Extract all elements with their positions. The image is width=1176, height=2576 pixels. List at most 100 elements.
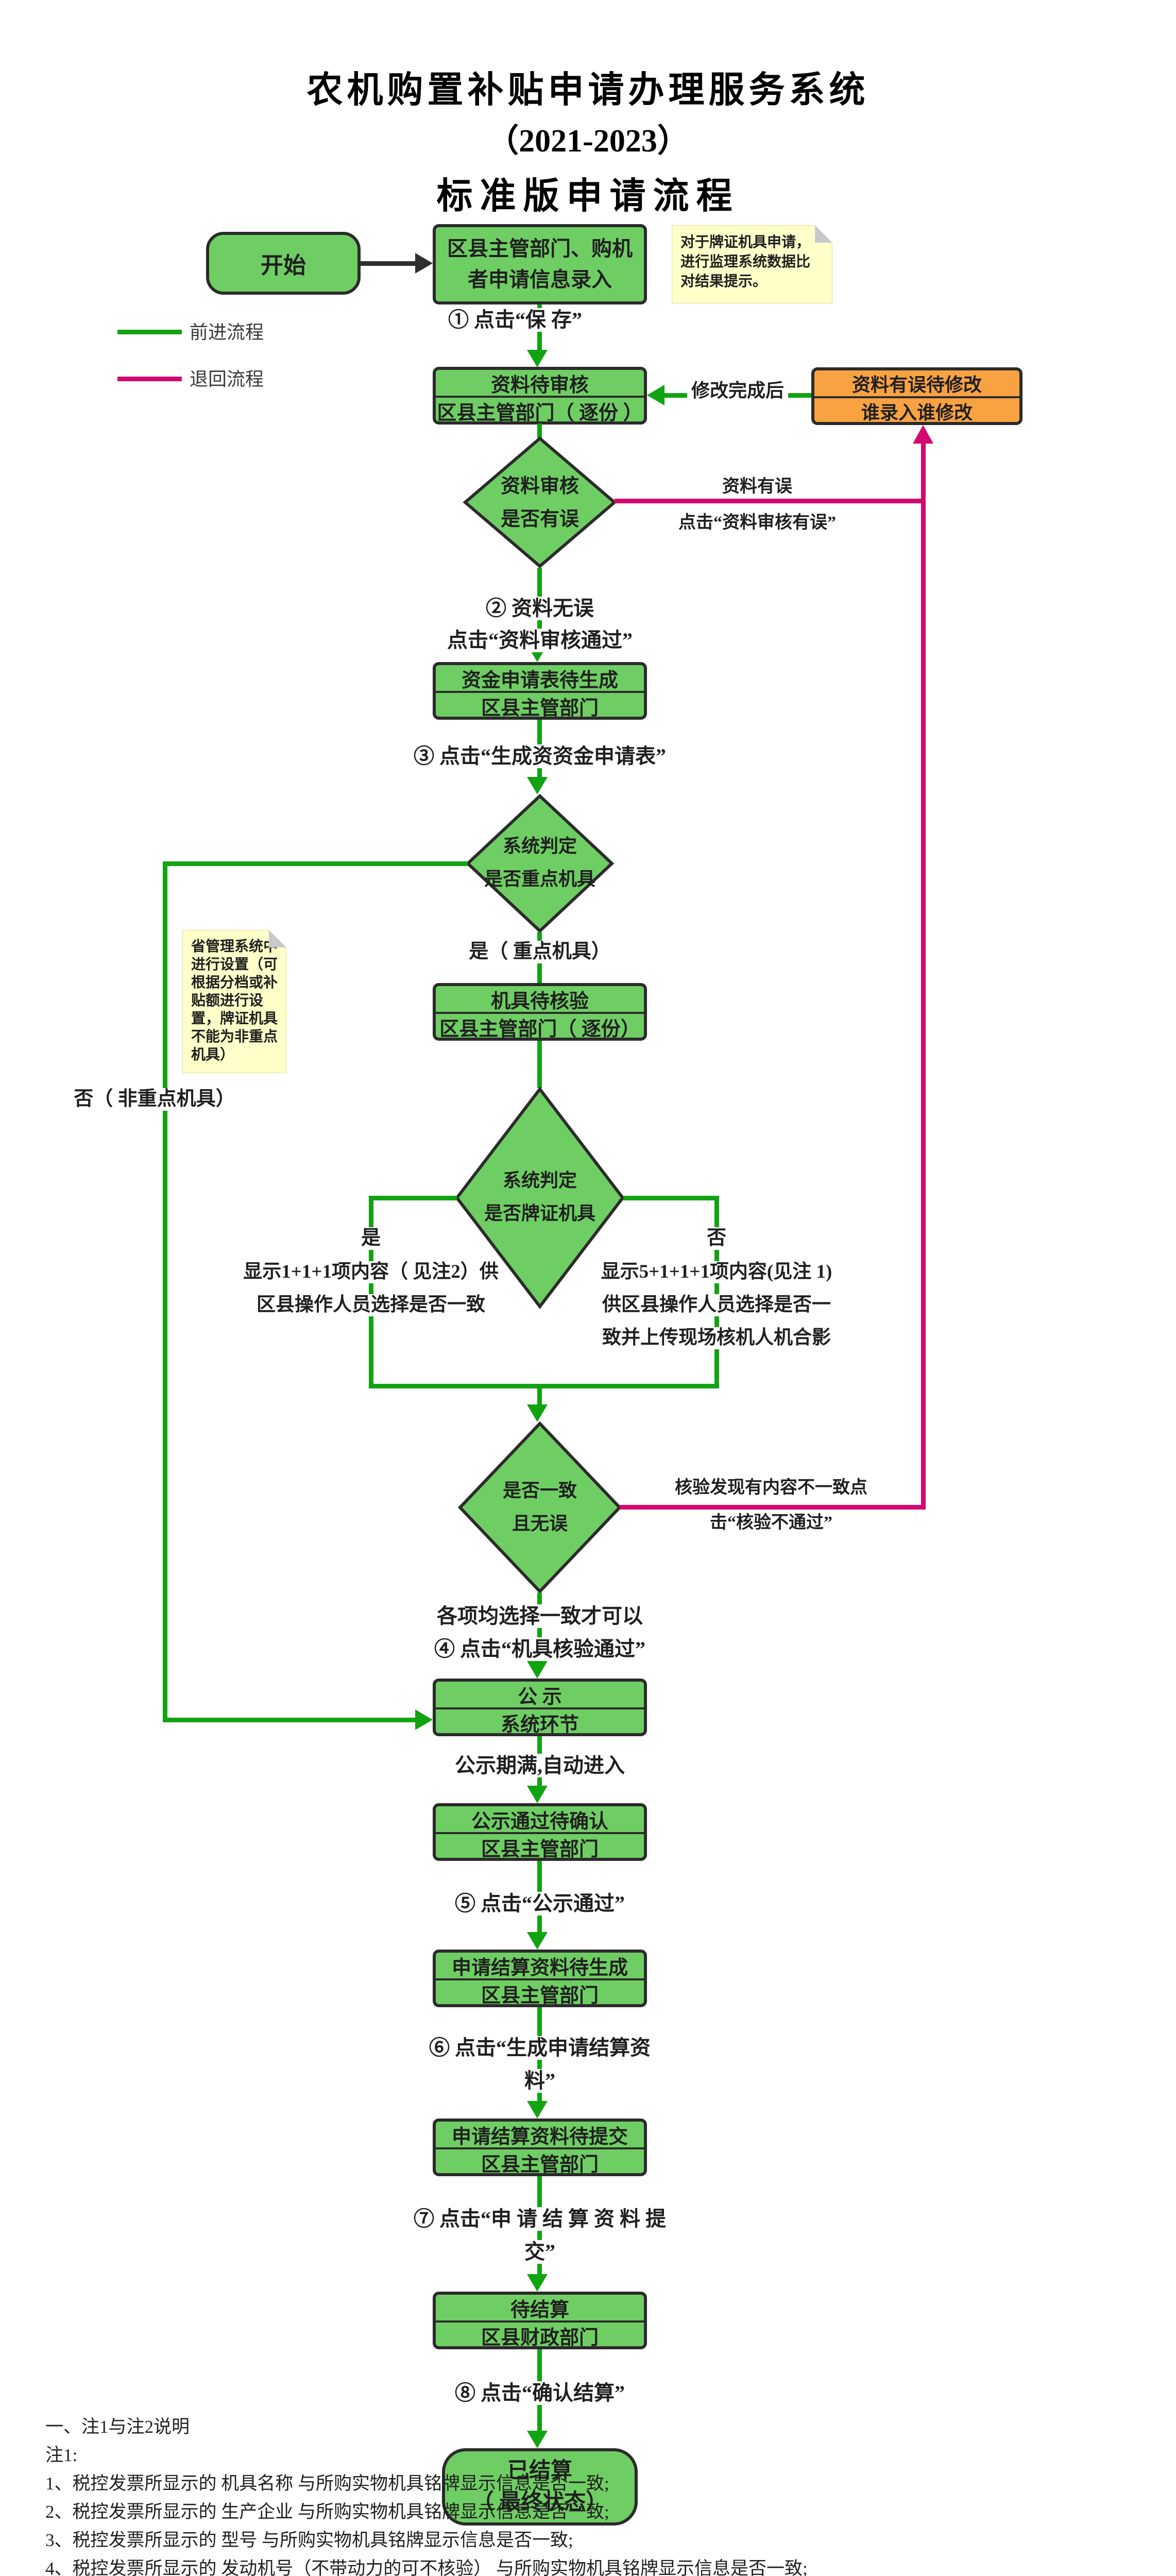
edge-d3-yes-vertical bbox=[369, 1196, 373, 1386]
decision-consistent bbox=[457, 1421, 622, 1594]
arrowhead-start-to-entry bbox=[415, 253, 433, 274]
note-line: 1、税控发票所显示的 机具名称 与所购实物机具铭牌显示信息是否一致; bbox=[45, 2473, 609, 2494]
settle-wait-node: 待结算 区县财政部门 bbox=[433, 2292, 647, 2349]
error-fix-sub: 谁录入谁修改 bbox=[814, 396, 1019, 424]
audit-wait-title: 资料待审核 bbox=[490, 374, 589, 396]
label-step2-line2: 点击“资料审核通过” bbox=[443, 629, 637, 652]
arrowhead-fund-to-d2 bbox=[527, 777, 548, 794]
decision-audit-error bbox=[463, 436, 617, 568]
label-step2-line1: ② 资料无误 bbox=[482, 597, 598, 620]
verify-wait-title: 机具待核验 bbox=[490, 990, 589, 1012]
done-node-l2: （ 最终状态） bbox=[472, 2490, 608, 2514]
edge-d3-no-vertical bbox=[714, 1196, 719, 1386]
decision-audit-error-l1: 资料审核 bbox=[500, 476, 580, 497]
legend-forward-label: 前进流程 bbox=[190, 322, 264, 343]
error-fix-title: 资料有误待修改 bbox=[851, 375, 982, 395]
fund-table-node: 资金申请表待生成 区县主管部门 bbox=[433, 662, 647, 720]
label-branch-no-l1: 显示5+1+1+1项内容(见注 1) bbox=[596, 1261, 837, 1283]
arrowhead-d4-to-publicity bbox=[527, 1661, 548, 1679]
edge-d4-fail-return bbox=[620, 1505, 926, 1510]
start-node: 开始 bbox=[206, 232, 361, 295]
arrowhead-confirm-to-settlegen bbox=[527, 1932, 548, 1950]
edge-merge-to-d4 bbox=[537, 1386, 542, 1405]
page-subtitle-years: （2021-2023） bbox=[487, 124, 689, 159]
edge-start-to-entry bbox=[361, 261, 415, 266]
label-no-key: 否（ 非重点机具） bbox=[70, 1088, 240, 1111]
verify-wait-node: 机具待核验 区县主管部门（ 逐份） bbox=[433, 983, 647, 1041]
label-step1: ① 点击“保 存” bbox=[444, 308, 586, 332]
arrowhead-fix-to-audit bbox=[647, 385, 664, 405]
decision-licensed-l2: 是否牌证机具 bbox=[484, 1203, 596, 1224]
edge-d1-error-return bbox=[615, 499, 926, 503]
decision-key-machine bbox=[465, 793, 615, 934]
label-branch-yes-l1: 显示1+1+1项内容（ 见注2）供 bbox=[239, 1261, 503, 1283]
label-yes-key: 是（ 重点机具） bbox=[465, 941, 615, 963]
legend-return-line bbox=[117, 377, 182, 381]
note-line: 2、税控发票所显示的 生产企业 与所购实物机具铭牌显示信息是否一致; bbox=[45, 2502, 609, 2522]
decision-audit-error-l2: 是否有误 bbox=[500, 509, 580, 530]
label-step6-line2: 料” bbox=[520, 2069, 559, 2093]
settle-submit-title: 申请结算资料待提交 bbox=[451, 2126, 628, 2148]
note-line: 3、税控发票所显示的 型号 与所购实物机具铭牌显示信息是否一致; bbox=[45, 2530, 573, 2550]
label-step5: ⑤ 点击“公示通过” bbox=[451, 1892, 629, 1916]
edge-return-vertical bbox=[921, 442, 926, 1510]
settle-gen-sub: 区县主管部门 bbox=[436, 1978, 644, 2007]
error-fix-node: 资料有误待修改 谁录入谁修改 bbox=[811, 367, 1022, 425]
publicity-confirm-node: 公示通过待确认 区县主管部门 bbox=[433, 1803, 647, 1861]
settle-submit-node: 申请结算资料待提交 区县主管部门 bbox=[433, 2119, 647, 2176]
settle-submit-sub: 区县主管部门 bbox=[436, 2147, 644, 2176]
arrowhead-entry-to-audit bbox=[527, 350, 548, 367]
publicity-node: 公 示 系统环节 bbox=[433, 1679, 647, 1736]
done-node: 已结算 （ 最终状态） bbox=[442, 2448, 638, 2526]
edge-no-branch-vertical bbox=[163, 861, 167, 1722]
label-d3-no: 否 bbox=[702, 1227, 731, 1250]
decision-licensed-machine bbox=[455, 1087, 625, 1309]
done-node-l1: 已结算 bbox=[507, 2459, 572, 2483]
note-line: 注1: bbox=[45, 2445, 78, 2465]
label-err2-line1: 核验发现有内容不一致点 bbox=[671, 1478, 872, 1498]
edge-audit-to-d1 bbox=[537, 423, 542, 438]
label-err1-line2: 点击“资料审核有误” bbox=[674, 513, 840, 533]
publicity-confirm-sub: 区县主管部门 bbox=[436, 1832, 644, 1860]
audit-wait-sub: 区县主管部门（ 逐份 ） bbox=[436, 396, 644, 424]
legend-return-label: 退回流程 bbox=[190, 369, 264, 389]
note-line: 4、税控发票所显示的 发动机号（不带动力的可不核验） 与所购实物机具铭牌显示信息… bbox=[45, 2558, 808, 2576]
legend-forward-line bbox=[117, 330, 182, 334]
notes-block: 一、注1与注2说明 注1: 1、税控发票所显示的 机具名称 与所购实物机具铭牌显… bbox=[45, 2415, 1143, 2576]
province-sticky-note: 省管理系统中进行设置（可根据分档或补贴额进行设置，牌证机具不能为非重点机具） bbox=[182, 930, 286, 1073]
label-step4-line2: ④ 点击“机具核验通过” bbox=[430, 1637, 650, 1661]
settle-gen-title: 申请结算资料待生成 bbox=[451, 1957, 628, 1979]
label-branch-no-l2: 供区县操作人员选择是否一 bbox=[598, 1294, 835, 1316]
label-step3: ③ 点击“生成资资金申请表” bbox=[410, 744, 670, 768]
note-line: 一、注1与注2说明 bbox=[45, 2417, 190, 2437]
decision-licensed-l1: 系统判定 bbox=[502, 1170, 577, 1191]
arrowhead-no-branch-to-publicity bbox=[415, 1709, 433, 1730]
arrowhead-settlegen-to-submit bbox=[527, 2101, 548, 2119]
entry-node: 区县主管部门、购机者申请信息录入 bbox=[433, 224, 647, 304]
label-step6-line1: ⑥ 点击“生成申请结算资 bbox=[425, 2036, 655, 2060]
fund-table-title: 资金申请表待生成 bbox=[461, 669, 618, 691]
label-fix-done: 修改完成后 bbox=[687, 380, 789, 402]
settle-gen-node: 申请结算资料待生成 区县主管部门 bbox=[433, 1950, 647, 2007]
settle-wait-title: 待结算 bbox=[510, 2299, 569, 2321]
edge-d3-no-stub bbox=[623, 1196, 719, 1200]
decision-key-machine-l2: 是否重点机具 bbox=[484, 869, 596, 889]
arrowhead-merge-to-d4 bbox=[527, 1404, 548, 1422]
label-d3-yes: 是 bbox=[356, 1227, 385, 1250]
decision-key-machine-l1: 系统判定 bbox=[502, 836, 577, 856]
edge-verify-to-d3 bbox=[537, 1041, 542, 1088]
edge-no-branch-to-publicity bbox=[163, 1718, 415, 1722]
publicity-sub: 系统环节 bbox=[436, 1707, 644, 1736]
arrowhead-return-to-fix bbox=[913, 425, 933, 444]
fund-table-sub: 区县主管部门 bbox=[436, 691, 644, 719]
edge-d3-yes-stub bbox=[371, 1196, 457, 1200]
publicity-confirm-title: 公示通过待确认 bbox=[471, 1810, 608, 1833]
label-step7-line2: 交” bbox=[520, 2240, 559, 2264]
label-branch-no-l3: 致并上传现场核机人机合影 bbox=[598, 1327, 835, 1349]
edge-d2-no-branch bbox=[165, 861, 468, 866]
label-err1-line1: 资料有误 bbox=[718, 477, 796, 497]
entry-sticky-note: 对于牌证机具申请，进行监理系统数据比对结果提示。 bbox=[672, 225, 832, 303]
page-title: 农机购置补贴申请办理服务系统 bbox=[306, 71, 870, 110]
label-step7-line1: ⑦ 点击“申 请 结 算 资 料 提 bbox=[410, 2207, 670, 2231]
